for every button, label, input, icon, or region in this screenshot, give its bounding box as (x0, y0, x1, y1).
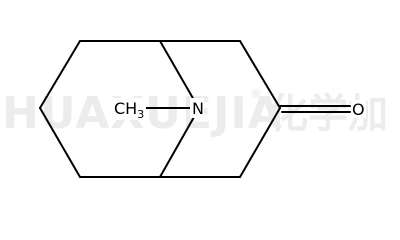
watermark-registered: ® (250, 87, 262, 101)
bond-c9-c10 (239, 107, 281, 178)
bond-n-c6 (159, 116, 195, 178)
oxygen-label-bg (351, 100, 366, 118)
bond-c4-c5 (39, 107, 81, 178)
methyl-main: CH (114, 99, 137, 118)
methyl-label-bg (112, 98, 146, 120)
structure-canvas: HUAXUEJIA ® 化学加 N O CH3 (2, 40, 388, 178)
oxygen-label: O (352, 100, 365, 119)
methyl-subscript: 3 (137, 108, 144, 121)
bond-c8-c9 (239, 40, 281, 109)
nitrogen-label: N (192, 99, 204, 118)
bond-c1-n (159, 40, 195, 101)
molecule-diagram: HUAXUEJIA ® 化学加 N O CH3 (2, 40, 388, 178)
methyl-label: CH3 (114, 99, 144, 121)
nitrogen-label-bg (190, 98, 204, 118)
watermark-cjk: 化学加 (268, 91, 388, 137)
bond-c3-c4 (39, 40, 81, 109)
